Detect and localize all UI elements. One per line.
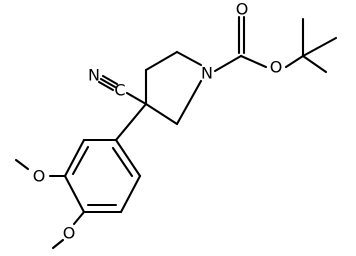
nitrile-nitrogen-label: N — [88, 66, 100, 85]
bond-triple-b — [101, 74, 119, 86]
methoxy-oxygen-3-label: O — [33, 167, 46, 186]
bond-ar6-ar1 — [114, 138, 142, 178]
bond-n1-carbonyl — [213, 54, 243, 73]
bond-triple-c — [97, 80, 115, 92]
atom-labels: C N N O O O O — [33, 0, 283, 243]
piperidine-nitrogen-label: N — [201, 64, 213, 83]
methoxy-oxygen-4-label: O — [63, 224, 76, 243]
bond-ester-o-tbu — [284, 54, 305, 69]
bond-n1-c6 — [175, 79, 203, 126]
bond-c6-c5 — [144, 102, 179, 126]
bond-o4-me — [51, 238, 65, 250]
bond-ar5-ar6 — [119, 174, 142, 214]
bond-c2-n1 — [175, 50, 203, 67]
bond-ar-inner-3 — [111, 146, 134, 178]
bond-ar2-ar3 — [63, 138, 86, 178]
bond-carbonyl-ester-o — [239, 54, 268, 69]
bond-c4-nitrile-c — [125, 91, 148, 106]
nitrile-carbon-label: C — [114, 81, 125, 100]
bond-c4-aryl — [114, 102, 148, 142]
bond-ar3-ar4 — [63, 174, 86, 214]
bond-ar4-o4 — [72, 210, 86, 226]
bond-o3-me — [14, 158, 30, 171]
ester-oxygen-label: O — [270, 58, 283, 77]
bond-tbu-me-bottom — [301, 54, 328, 74]
bond-triple-a — [99, 77, 117, 89]
bond-c3-c2 — [144, 50, 179, 72]
carbonyl-oxygen-label: O — [236, 0, 249, 19]
bond-layer — [14, 15, 338, 250]
bond-tbu-me-right — [301, 36, 338, 58]
bond-ar-inner-1 — [71, 145, 90, 176]
